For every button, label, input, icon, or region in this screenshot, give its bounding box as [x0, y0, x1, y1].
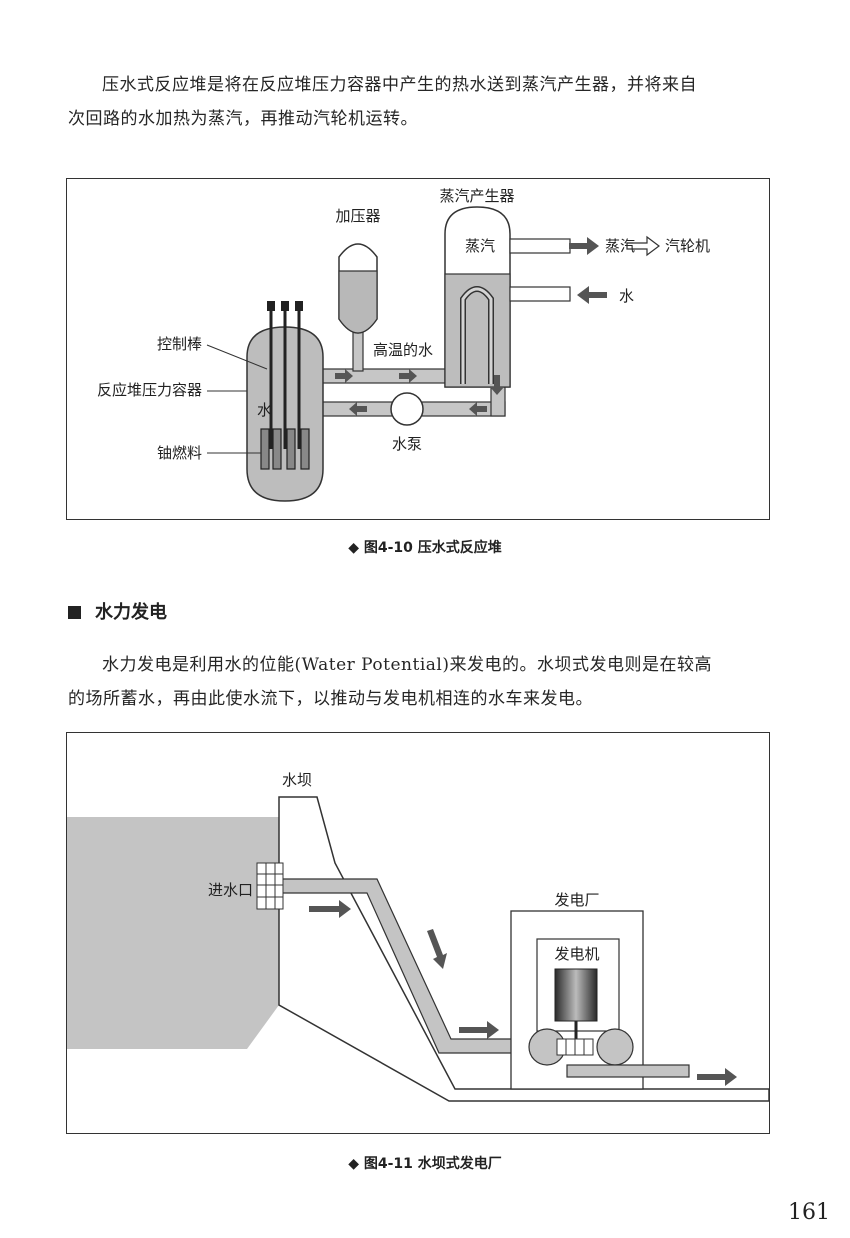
water-pump: [390, 392, 424, 426]
tailrace: [566, 1064, 690, 1078]
section-heading: 水力发电: [68, 598, 167, 624]
reservoir: [67, 817, 279, 1049]
label-water-core: 水: [257, 401, 272, 419]
hydro-paragraph: 水力发电是利用水的位能(Water Potential)来发电的。水坝式发电则是…: [68, 648, 780, 716]
flow-arrows: [335, 237, 607, 416]
paragraph-line: 压水式反应堆是将在反应堆压力容器中产生的热水送到蒸汽产生器，并将来自: [102, 75, 697, 95]
label-generator: 发电机: [554, 945, 599, 963]
pwr-diagram: 加压器 蒸汽产生器 蒸汽 蒸汽 汽轮机 水 控制棒 高温的水 反应堆压力容器 水…: [97, 187, 710, 502]
label-turbine: 汽轮机: [665, 237, 710, 255]
label-control-rod: 控制棒: [157, 335, 202, 353]
page-number: 161: [788, 1200, 830, 1225]
label-water-in: 水: [619, 287, 634, 305]
label-steam-generator: 蒸汽产生器: [439, 187, 514, 205]
intro-paragraph: 压水式反应堆是将在反应堆压力容器中产生的热水送到蒸汽产生器，并将来自 次回路的水…: [68, 68, 780, 136]
label-pressurizer: 加压器: [335, 207, 380, 225]
label-steam-out: 蒸汽: [605, 237, 635, 255]
section-title: 水力发电: [95, 602, 167, 623]
flow-arrows: [309, 900, 737, 1086]
figure-dam-plant: 水坝 进水口 发电厂 发电机: [66, 732, 770, 1134]
fuel-rods: [260, 428, 310, 470]
label-plant: 发电厂: [554, 891, 599, 909]
paragraph-line: 的场所蓄水，再由此使水流下，以推动与发电机相连的水车来发电。: [68, 689, 593, 709]
dam-diagram: 水坝 进水口 发电厂 发电机: [67, 771, 770, 1102]
label-hot-water: 高温的水: [373, 341, 433, 359]
figure-caption: ◆ 图4-11 水坝式发电厂: [348, 1156, 502, 1172]
label-intake: 进水口: [208, 881, 253, 899]
label-pump: 水泵: [392, 435, 422, 453]
control-rods: [267, 301, 303, 449]
figure-caption: ◆ 图4-10 压水式反应堆: [348, 540, 502, 556]
label-vessel: 反应堆压力容器: [97, 381, 202, 399]
paragraph-line: 水力发电是利用水的位能(Water Potential)来发电的。水坝式发电则是…: [102, 655, 712, 675]
square-bullet-icon: [68, 606, 81, 619]
label-dam: 水坝: [282, 771, 312, 789]
paragraph-line: 次回路的水加热为蒸汽，再推动汽轮机运转。: [68, 109, 418, 129]
generator: [554, 968, 598, 1022]
label-steam-inside: 蒸汽: [465, 237, 495, 255]
label-fuel: 铀燃料: [157, 444, 202, 462]
figure-pwr-reactor: 加压器 蒸汽产生器 蒸汽 蒸汽 汽轮机 水 控制棒 高温的水 反应堆压力容器 水…: [66, 178, 770, 520]
pressurizer-pipe: [352, 330, 364, 372]
turbine-arrow: [626, 235, 660, 257]
intake-grid: [256, 862, 284, 910]
